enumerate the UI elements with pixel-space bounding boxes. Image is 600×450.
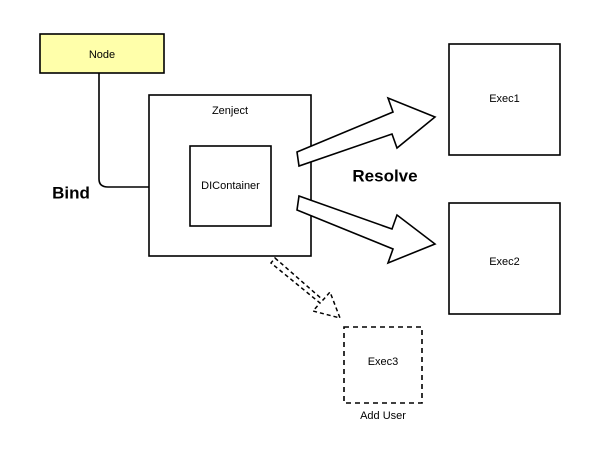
node-box-dicontainer[interactable]: DIContainer bbox=[189, 145, 272, 227]
node-box-exec3-label: Exec3 bbox=[368, 356, 399, 368]
node-box-zenject-label: Zenject bbox=[212, 105, 248, 117]
resolve-block-arrow-lower bbox=[296, 194, 437, 265]
node-box-exec3[interactable]: Exec3 bbox=[343, 326, 423, 404]
add-user-caption: Add User bbox=[360, 410, 406, 422]
node-box-node[interactable]: Node bbox=[39, 33, 165, 74]
node-box-exec2-label: Exec2 bbox=[489, 256, 520, 268]
bind-label: Bind bbox=[52, 183, 90, 202]
node-box-dicontainer-label: DIContainer bbox=[201, 180, 260, 192]
node-box-exec1[interactable]: Exec1 bbox=[448, 43, 561, 156]
node-box-exec2[interactable]: Exec2 bbox=[448, 202, 561, 315]
add-user-dashed-arrow bbox=[269, 256, 342, 320]
node-box-exec1-label: Exec1 bbox=[489, 93, 520, 105]
resolve-label: Resolve bbox=[352, 166, 417, 185]
node-box-node-label: Node bbox=[89, 49, 115, 61]
resolve-block-arrow-upper bbox=[296, 96, 437, 168]
